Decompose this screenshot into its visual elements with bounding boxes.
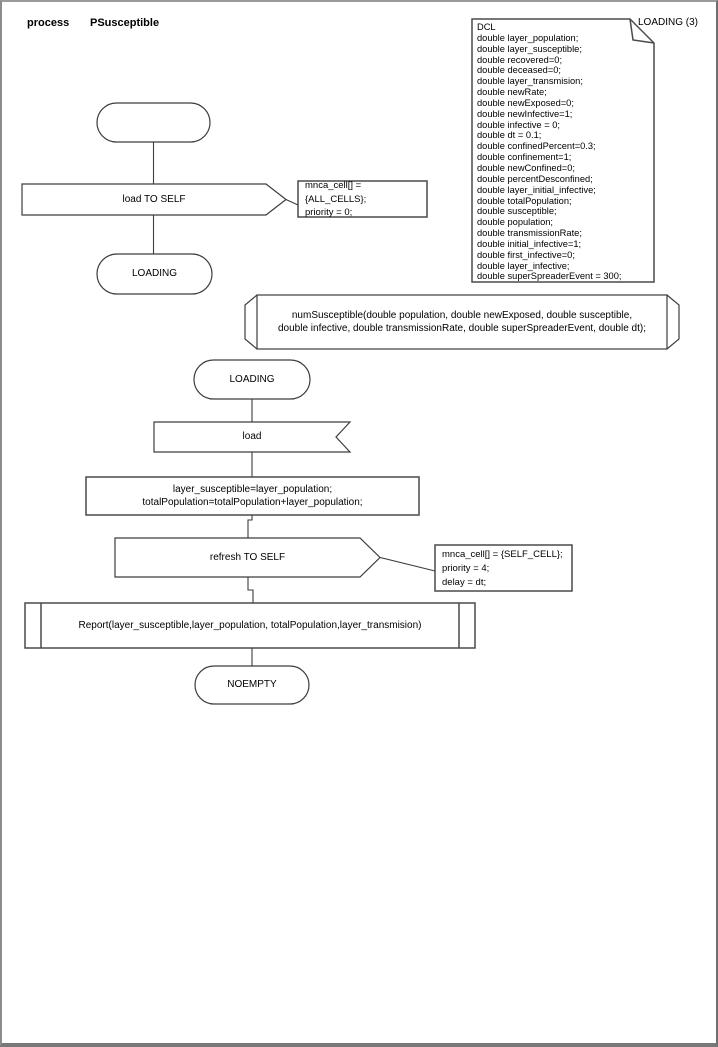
procedure-declaration-left-bracket bbox=[244, 294, 258, 350]
comment-connector-refresh bbox=[379, 556, 436, 572]
output-refresh-label: refresh TO SELF bbox=[209, 551, 286, 563]
task-assign-shape[interactable] bbox=[85, 476, 420, 516]
comment-load-text: mnca_cell[] = {ALL_CELLS}; priority = 0; bbox=[305, 180, 367, 219]
comment-refresh-box[interactable] bbox=[434, 544, 573, 592]
dogear-fold-icon bbox=[629, 18, 655, 44]
input-load-label: load bbox=[242, 431, 262, 443]
procedure-call-side-lines bbox=[40, 603, 460, 648]
state-loading-top-shape[interactable] bbox=[96, 253, 213, 295]
flow-line-task-to-refresh[interactable] bbox=[247, 515, 253, 538]
procedure-declaration-right-bracket bbox=[666, 294, 680, 350]
procedure-declaration-label: numSusceptible(double population, double… bbox=[277, 309, 646, 335]
page-label: LOADING (3) bbox=[637, 17, 698, 29]
input-load-shape[interactable] bbox=[153, 421, 352, 453]
procedure-declaration-shape[interactable] bbox=[256, 294, 668, 350]
flow-line-refresh-to-report[interactable] bbox=[247, 577, 254, 603]
comment-connector-load bbox=[285, 199, 299, 206]
task-assign-label: layer_susceptible=layer_population; tota… bbox=[142, 483, 363, 509]
diagram-type-label: process bbox=[27, 17, 70, 29]
comment-load-box[interactable] bbox=[297, 180, 428, 218]
output-refresh-shape[interactable] bbox=[114, 537, 381, 578]
output-load-shape[interactable] bbox=[21, 183, 287, 216]
declarations-text: DCL double layer_population; double laye… bbox=[477, 22, 622, 282]
state-loading-label: LOADING bbox=[229, 373, 275, 385]
procedure-call-report-label: Report(layer_susceptible,layer_populatio… bbox=[78, 619, 422, 631]
start-state-shape[interactable] bbox=[96, 102, 211, 143]
declarations-note-shape[interactable] bbox=[471, 18, 655, 283]
state-noempty-label: NOEMPTY bbox=[227, 679, 277, 691]
comment-refresh-text: mnca_cell[] = {SELF_CELL}; priority = 4;… bbox=[442, 549, 563, 588]
output-load-label: load TO SELF bbox=[122, 193, 186, 205]
process-name: PSusceptible bbox=[90, 17, 160, 29]
procedure-call-report-shape[interactable] bbox=[24, 602, 476, 649]
state-loading-top-label: LOADING bbox=[131, 268, 177, 280]
